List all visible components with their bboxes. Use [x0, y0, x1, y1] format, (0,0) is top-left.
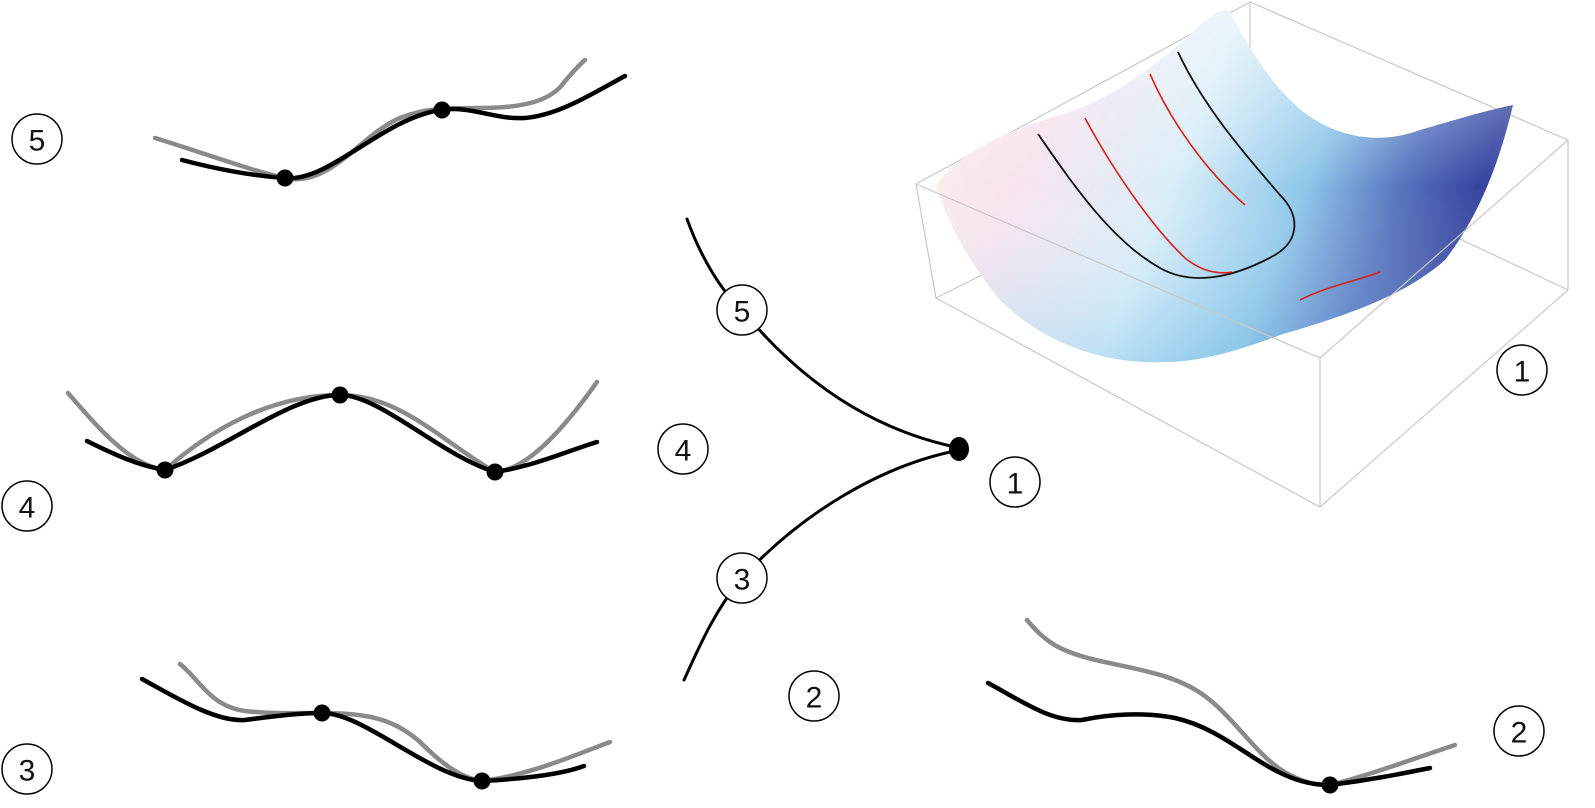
svg-text:3: 3 — [734, 564, 751, 597]
region-label-3-left: 3 — [1, 743, 53, 795]
level-curve-red-lower — [1299, 271, 1381, 301]
cusp-point — [949, 437, 969, 461]
critical-point-dot — [1321, 776, 1339, 794]
region-label-2-right: 2 — [1493, 705, 1545, 757]
region-label-4-diagram: 4 — [657, 423, 709, 475]
region-label-5-left: 5 — [11, 113, 63, 165]
critical-point-dot — [156, 461, 174, 479]
critical-point-dot — [473, 772, 491, 790]
region-label-1-diagram: 1 — [989, 456, 1041, 508]
critical-point-dot — [433, 101, 451, 119]
potential-curve-black-4 — [84, 392, 600, 475]
potential-curve-black-3 — [139, 676, 587, 784]
potential-curve-gray-3 — [177, 661, 613, 784]
critical-point-dot — [276, 169, 294, 187]
region-label-1-surface: 1 — [1496, 344, 1548, 396]
svg-text:3: 3 — [19, 755, 36, 788]
potential-panel-2 — [985, 617, 1458, 794]
region-label-5-diagram: 5 — [716, 284, 768, 336]
critical-point-dot — [331, 386, 349, 404]
fold-curve-upper — [685, 217, 962, 450]
svg-text:1: 1 — [1007, 468, 1024, 501]
svg-text:1: 1 — [1514, 356, 1531, 389]
svg-text:5: 5 — [734, 296, 751, 329]
bifurcation-diagram — [682, 217, 969, 682]
level-curve-black-outer — [1037, 51, 1296, 279]
potential-curve-gray-2 — [1024, 617, 1458, 788]
svg-text:5: 5 — [29, 125, 46, 158]
level-curve-red — [1084, 73, 1246, 274]
region-label-2-diagram: 2 — [788, 670, 840, 722]
potential-panel-5 — [152, 57, 628, 187]
svg-text:2: 2 — [1511, 717, 1528, 750]
svg-text:2: 2 — [806, 682, 823, 715]
potential-curve-black-2 — [985, 680, 1433, 788]
region-label-3-diagram: 3 — [716, 552, 768, 604]
critical-point-dot — [486, 463, 504, 481]
svg-text:4: 4 — [19, 492, 36, 525]
bounding-box-front — [915, 139, 1569, 508]
potential-curve-gray-5 — [152, 57, 588, 182]
critical-point-dot — [313, 704, 331, 722]
fold-curve-lower — [682, 448, 962, 682]
potential-surface-3d — [915, 1, 1569, 508]
potential-panel-3 — [139, 661, 613, 790]
potential-curve-black-5 — [179, 73, 628, 181]
potential-panel-4 — [65, 379, 600, 481]
svg-text:4: 4 — [675, 435, 692, 468]
region-label-4-left: 4 — [1, 480, 53, 532]
